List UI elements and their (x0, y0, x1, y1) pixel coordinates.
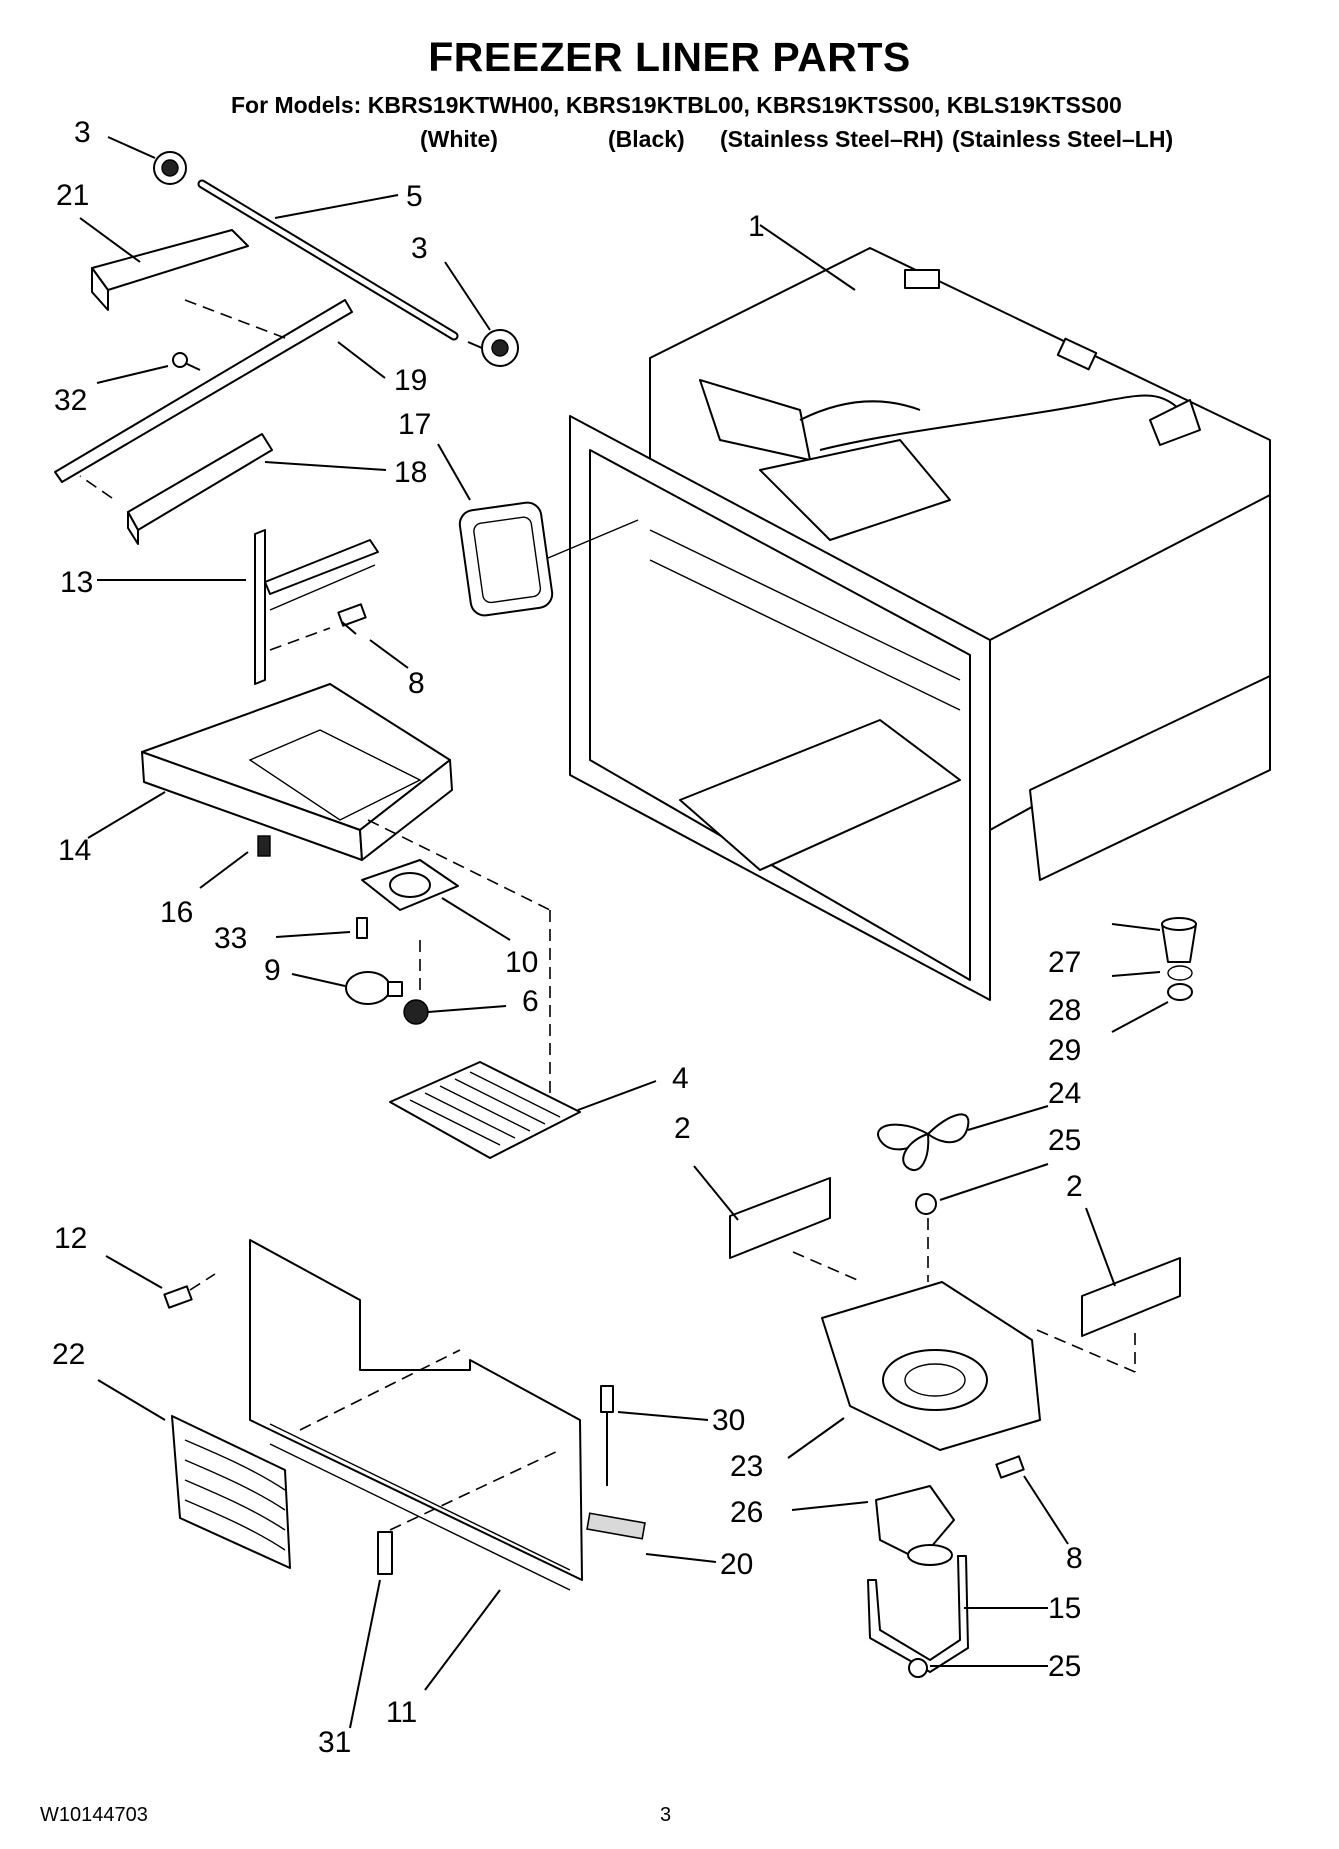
callout-25-lower: 25 (1048, 1650, 1081, 1683)
callout-9: 9 (264, 954, 281, 987)
callout-33: 33 (214, 922, 247, 955)
part-22-side-grille (171, 1415, 291, 1569)
callout-20: 20 (720, 1548, 753, 1581)
part-16-clip (257, 835, 271, 857)
variant-black: (Black) (608, 126, 685, 152)
part-15-motor-bracket (867, 1555, 969, 1673)
part-1-freezer-liner (569, 247, 1271, 1001)
part-33-screw (356, 917, 368, 939)
callout-5: 5 (406, 180, 423, 213)
callout-18: 18 (394, 456, 427, 489)
callout-8-upper: 8 (408, 667, 425, 700)
callout-6: 6 (522, 985, 539, 1018)
callout-8-lower: 8 (1066, 1542, 1083, 1575)
callout-29: 29 (1048, 1034, 1081, 1067)
part-3-gear-bottom (467, 329, 519, 367)
variant-stainless-rh: (Stainless Steel–RH) (720, 126, 944, 152)
part-18-rail (127, 433, 273, 545)
page-number: 3 (660, 1804, 672, 1826)
part-17-label (458, 501, 554, 617)
callout-13: 13 (60, 566, 93, 599)
part-4-cover-grille (389, 1061, 581, 1159)
part-29-grommet (1167, 983, 1193, 1001)
part-10-light-housing (361, 859, 459, 911)
part-3-gear-top (153, 151, 187, 185)
callout-10: 10 (505, 946, 538, 979)
callout-4: 4 (672, 1062, 689, 1095)
part-31-sensor (377, 1531, 393, 1575)
variant-white: (White) (420, 126, 498, 152)
callout-3-top: 3 (74, 116, 91, 149)
variant-stainless-lh: (Stainless Steel–LH) (952, 126, 1174, 152)
callout-2-left: 2 (674, 1112, 691, 1145)
callout-22: 22 (52, 1338, 85, 1371)
callout-23: 23 (730, 1450, 763, 1483)
part-13-bracket (254, 529, 379, 685)
part-28-ring (1167, 965, 1193, 981)
part-11-evaporator-cover (249, 1239, 583, 1591)
part-30-sensor (600, 1385, 614, 1486)
callout-26: 26 (730, 1496, 763, 1529)
callout-27: 27 (1048, 946, 1081, 979)
callout-12: 12 (54, 1222, 87, 1255)
callout-11: 11 (386, 1696, 417, 1729)
callout-14: 14 (58, 834, 91, 867)
part-14-tray (141, 683, 453, 861)
models-line: For Models: KBRS19KTWH00, KBRS19KTBL00, … (231, 92, 1122, 118)
part-9-bulb (345, 971, 403, 1005)
callout-15: 15 (1048, 1592, 1081, 1625)
part-23-fan-shroud (821, 1281, 1041, 1451)
part-8-screw-lower (995, 1455, 1025, 1479)
callout-30: 30 (712, 1404, 745, 1437)
part-2-tape-left (729, 1177, 831, 1259)
part-2-tape-right (1081, 1257, 1181, 1337)
document-number: W10144703 (40, 1804, 148, 1826)
part-20-strip (586, 1512, 646, 1540)
callout-17: 17 (398, 408, 431, 441)
page-title: FREEZER LINER PARTS (428, 34, 911, 80)
callout-2-right: 2 (1066, 1170, 1083, 1203)
part-26-fan-motor (875, 1485, 955, 1566)
callout-24: 24 (1048, 1077, 1081, 1110)
part-8-screw-upper (337, 603, 367, 635)
part-24-fan-blade (877, 1113, 970, 1171)
part-25-nut-upper (915, 1193, 937, 1215)
callout-16: 16 (160, 896, 193, 929)
callout-21: 21 (56, 179, 89, 212)
part-25-nut-lower (908, 1658, 928, 1678)
callout-3-right: 3 (411, 232, 428, 265)
part-32-screw (172, 352, 201, 371)
callout-25-upper: 25 (1048, 1124, 1081, 1157)
callout-19: 19 (394, 364, 427, 397)
part-21-rail-bracket (91, 229, 249, 311)
callout-28: 28 (1048, 994, 1081, 1027)
callout-1: 1 (748, 210, 765, 243)
part-6-socket (403, 999, 429, 1025)
callout-32: 32 (54, 384, 87, 417)
callout-31: 31 (318, 1726, 351, 1759)
leader-lines (79, 136, 1169, 1729)
part-12-screw (163, 1273, 216, 1309)
part-5-rod (197, 179, 459, 341)
part-19-rail (54, 299, 353, 483)
callout-labels: 1 3 5 3 21 32 19 18 17 13 8 14 16 33 9 1… (52, 116, 1083, 1759)
part-27-cap (1161, 917, 1197, 963)
